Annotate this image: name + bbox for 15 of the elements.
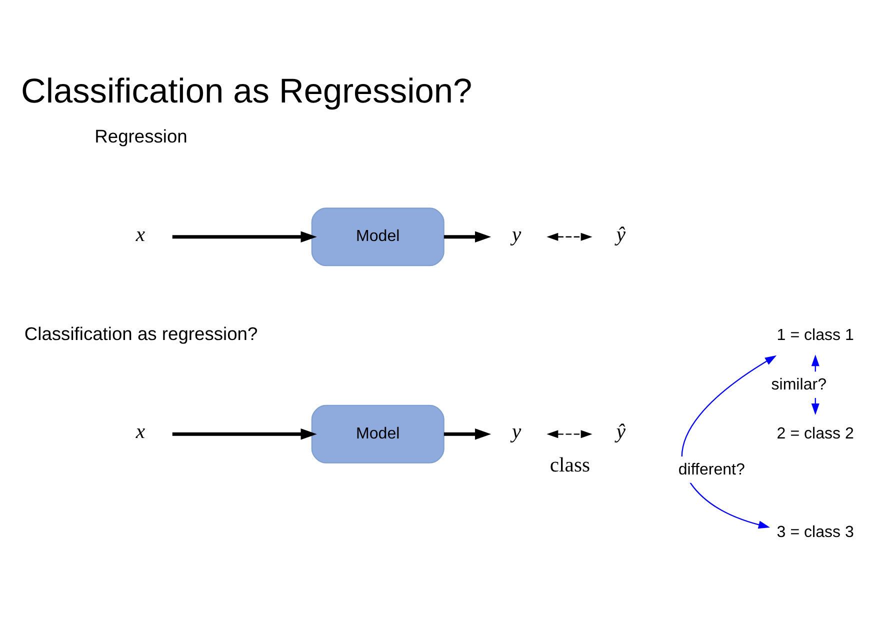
node-text: 2 = class 2 [776,424,854,442]
node-text: x [136,421,146,444]
node-text: ŷ [616,224,626,246]
label: Regression [94,126,188,147]
node-text: y [512,421,522,444]
node-text: 1 = class 1 [776,326,854,344]
node-text: x [136,224,146,246]
node-text: 3 = class 3 [776,523,854,542]
node-label: class [550,454,590,476]
edge-label: different? [678,460,745,479]
label: Classification as regression? [24,322,258,344]
node-text: ŷ [616,421,626,444]
node-text: y [512,224,522,246]
edge-label: similar? [771,376,827,394]
diagram-title: Classification as Regression? [20,72,472,111]
